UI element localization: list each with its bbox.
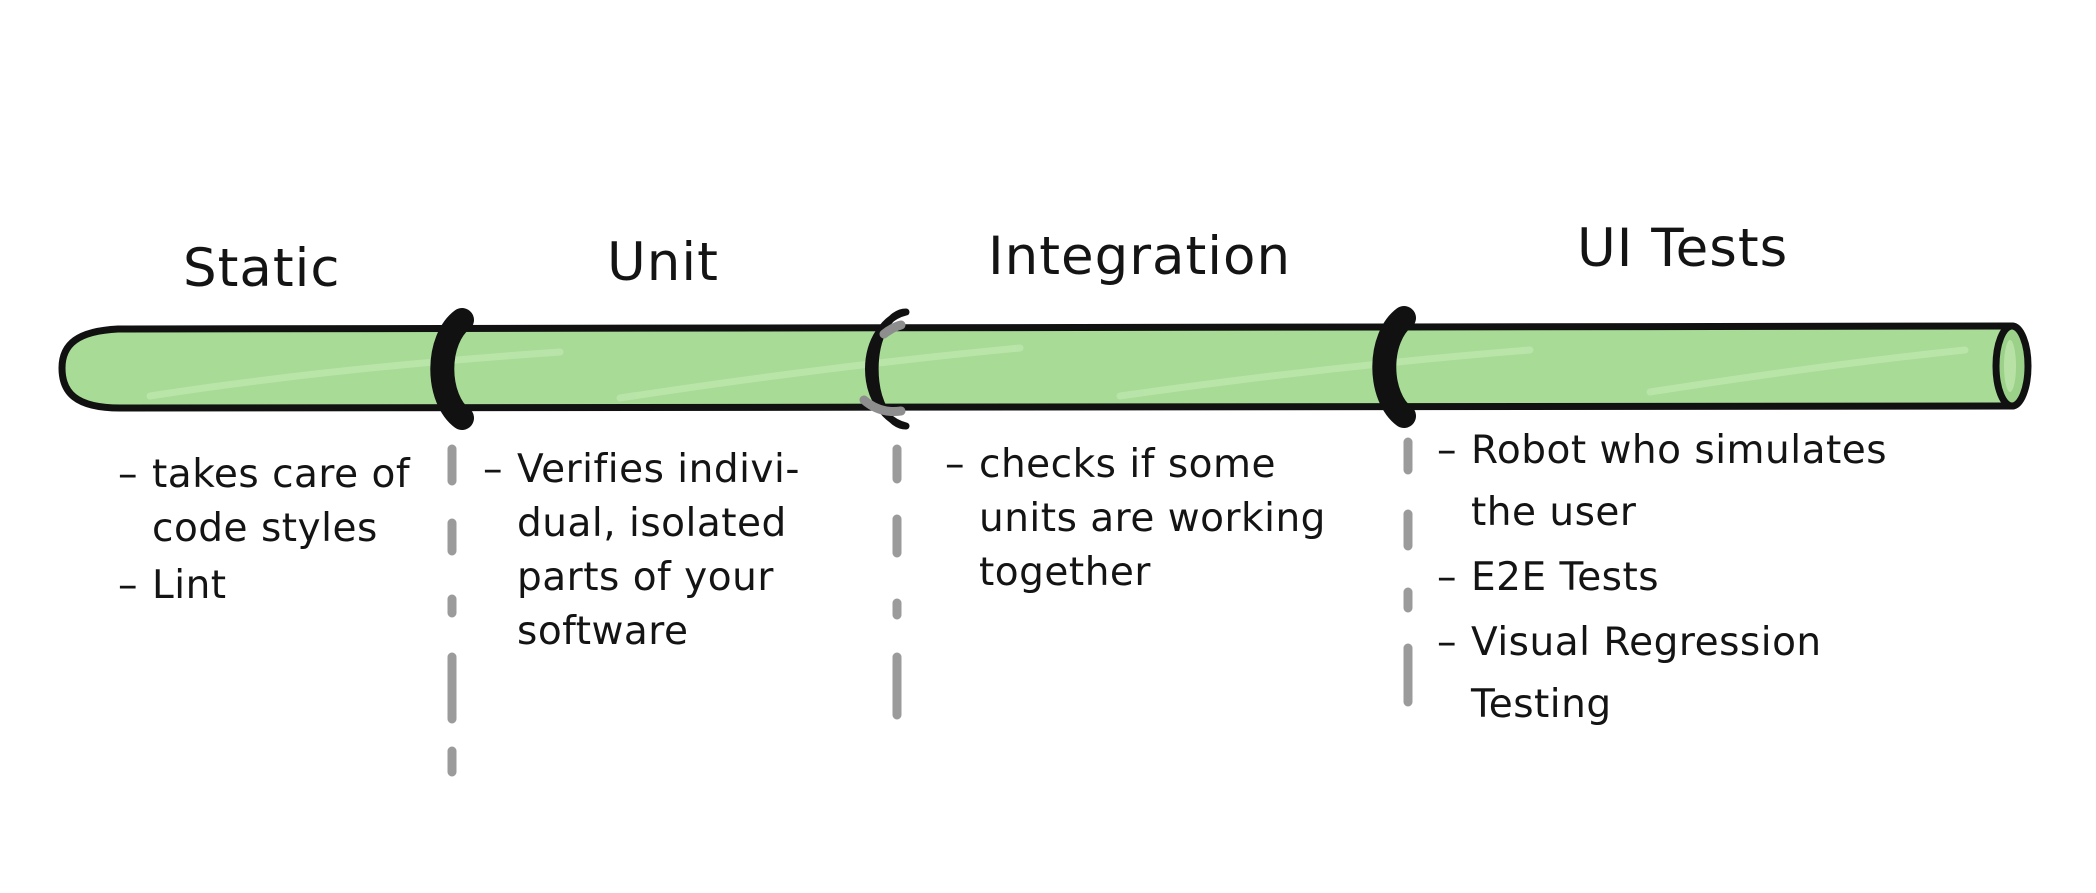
ui-bullet-2: – E2E Tests bbox=[1437, 547, 1887, 609]
note-line: E2E Tests bbox=[1471, 555, 1660, 600]
note-line: takes care of bbox=[152, 452, 411, 497]
bullet-dash: – bbox=[118, 452, 138, 497]
note-line: units are working bbox=[979, 496, 1326, 541]
ui-tests-notes: – Robot who simulates the user – E2E Tes… bbox=[1437, 420, 1887, 739]
static-bullet-2: – Lint bbox=[118, 559, 410, 613]
pipe-highlight-streaks bbox=[146, 344, 1969, 402]
bullet-dash: – bbox=[1437, 428, 1457, 473]
integration-bullet-1: – checks if some units are working toget… bbox=[945, 438, 1326, 600]
note-line: Verifies indivi- bbox=[517, 447, 800, 492]
note-line: Lint bbox=[152, 563, 227, 608]
ui-bullet-3: – Visual Regression Testing bbox=[1437, 612, 1887, 736]
pipe-end-inner-shine bbox=[2004, 340, 2016, 392]
title-ui-tests: UI Tests bbox=[1577, 218, 1789, 279]
static-notes: – takes care of code styles – Lint bbox=[118, 448, 410, 616]
static-bullet-1: – takes care of code styles bbox=[118, 448, 410, 556]
divider-ring-unit-integration bbox=[859, 308, 910, 430]
note-line: the user bbox=[1471, 490, 1637, 535]
integration-notes: – checks if some units are working toget… bbox=[945, 438, 1326, 603]
bullet-dash: – bbox=[118, 563, 138, 608]
bullet-dash: – bbox=[483, 447, 503, 492]
note-line: Testing bbox=[1471, 682, 1612, 727]
testing-pipe bbox=[58, 322, 2032, 412]
unit-bullet-1: – Verifies indivi- dual, isolated parts … bbox=[483, 443, 800, 659]
divider-ring-static-unit bbox=[430, 308, 474, 430]
ui-bullet-1: – Robot who simulates the user bbox=[1437, 420, 1887, 544]
note-line: Visual Regression bbox=[1471, 620, 1822, 665]
divider-ring-integration-ui bbox=[1372, 306, 1416, 428]
note-line: code styles bbox=[152, 506, 378, 551]
note-line: together bbox=[979, 550, 1151, 595]
unit-notes: – Verifies indivi- dual, isolated parts … bbox=[483, 443, 800, 662]
bullet-dash: – bbox=[945, 442, 965, 487]
white-ring-shading-marks bbox=[859, 320, 906, 416]
title-static: Static bbox=[183, 238, 341, 299]
title-integration: Integration bbox=[988, 226, 1292, 287]
note-line: dual, isolated bbox=[517, 501, 787, 546]
note-line: parts of your bbox=[517, 555, 774, 600]
note-line: Robot who simulates bbox=[1471, 428, 1888, 473]
dashed-separators bbox=[447, 437, 1413, 777]
title-unit: Unit bbox=[607, 232, 719, 293]
bullet-dash: – bbox=[1437, 555, 1457, 600]
note-line: software bbox=[517, 609, 689, 654]
note-line: checks if some bbox=[979, 442, 1277, 487]
bullet-dash: – bbox=[1437, 620, 1457, 665]
